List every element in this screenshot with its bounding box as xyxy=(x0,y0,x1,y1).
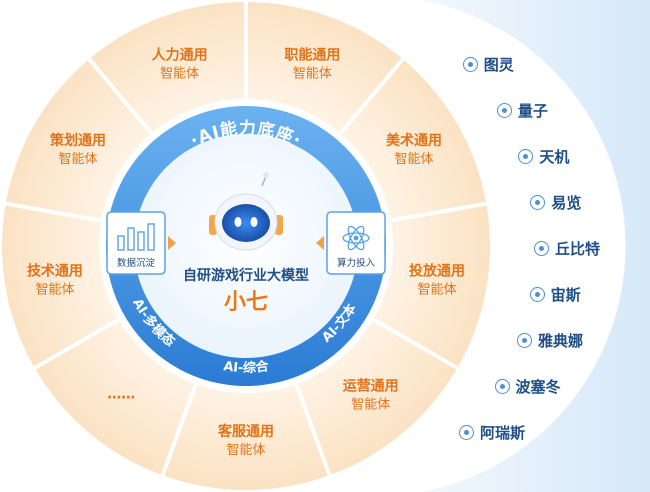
sector-divider xyxy=(87,57,154,135)
model-name: 易览 xyxy=(551,194,582,212)
turing-icon xyxy=(462,57,478,72)
agent-label-title: 策划通用 xyxy=(49,132,106,149)
svg-text:算力投入: 算力投入 xyxy=(337,257,376,269)
sector-divider xyxy=(372,317,459,370)
model-item: 波塞冬 xyxy=(494,376,561,397)
model-name: 雅典娜 xyxy=(537,332,583,350)
model-item: 天机 xyxy=(518,146,569,167)
model-name: 阿瑞斯 xyxy=(479,424,525,442)
model-name: 天机 xyxy=(539,148,570,166)
atom-icon xyxy=(342,225,370,251)
arrow-left-icon xyxy=(316,236,324,250)
model-item: 雅典娜 xyxy=(516,330,583,351)
arc-label-general: AI-综合 xyxy=(222,358,270,376)
agent-label: …… xyxy=(107,387,135,403)
model-name: 宙斯 xyxy=(550,286,581,304)
sector-divider xyxy=(160,383,198,476)
ares-icon xyxy=(458,425,474,440)
robot-mascot-icon xyxy=(209,172,283,251)
compute-input-box: 算力投入 xyxy=(326,211,386,275)
zeus-icon xyxy=(529,287,545,302)
data-deposit-box: 数据沉淀 xyxy=(106,211,166,275)
bot-name: 小七 xyxy=(224,290,268,315)
sector-divider xyxy=(338,57,405,135)
model-name: 图灵 xyxy=(483,56,514,74)
athena-icon xyxy=(516,333,532,348)
agent-labels: 职能通用智能体美术通用智能体投放通用智能体运营通用智能体客服通用智能体……技术通… xyxy=(27,47,465,458)
sector-divider xyxy=(33,317,120,370)
model-name: 波塞冬 xyxy=(515,378,561,396)
model-title: 自研游戏行业大模型 xyxy=(183,267,309,284)
agent-label-subtitle: 智能体 xyxy=(35,283,74,298)
agent-label-subtitle: 智能体 xyxy=(351,398,390,413)
agent-label-title: 客服通用 xyxy=(217,423,274,440)
model-item: 丘比特 xyxy=(533,238,600,259)
agent-label-title: 技术通用 xyxy=(27,263,83,280)
agent-label-subtitle: 智能体 xyxy=(395,152,434,167)
model-item: 易览 xyxy=(530,192,581,213)
agent-label-title: 职能通用 xyxy=(284,47,340,64)
arrow-right-icon xyxy=(168,236,176,250)
agent-label-subtitle: 智能体 xyxy=(418,283,457,298)
model-item: 阿瑞斯 xyxy=(458,422,525,443)
agent-label-title: …… xyxy=(107,387,135,403)
model-name: 丘比特 xyxy=(554,240,600,258)
model-panel xyxy=(420,0,650,492)
agent-label-title: 投放通用 xyxy=(409,263,465,280)
agent-label-title: 人力通用 xyxy=(152,47,208,64)
sector-divider xyxy=(5,201,102,223)
yilan-icon xyxy=(530,195,546,210)
sector-divider xyxy=(294,383,332,476)
model-name: 量子 xyxy=(517,102,548,120)
agent-label-title: 美术通用 xyxy=(386,132,442,149)
sector-divider xyxy=(390,201,487,223)
svg-text:数据沉淀: 数据沉淀 xyxy=(117,257,156,269)
agent-label-subtitle: 智能体 xyxy=(58,152,97,167)
quantum-icon xyxy=(496,103,512,118)
agent-label-subtitle: 智能体 xyxy=(160,67,199,82)
model-item: 宙斯 xyxy=(529,284,581,305)
model-item: 量子 xyxy=(496,100,548,121)
model-item: 图灵 xyxy=(462,54,514,75)
cupid-icon xyxy=(533,241,549,256)
panel-edge xyxy=(0,0,494,492)
tianji-icon xyxy=(518,149,534,164)
poseidon-icon xyxy=(494,379,510,394)
bar-chart-icon xyxy=(117,223,155,251)
agent-label-subtitle: 智能体 xyxy=(293,67,332,82)
agent-sector-dividers xyxy=(5,2,487,476)
agent-label-title: 运营通用 xyxy=(343,378,399,395)
agent-label-subtitle: 智能体 xyxy=(226,443,265,458)
